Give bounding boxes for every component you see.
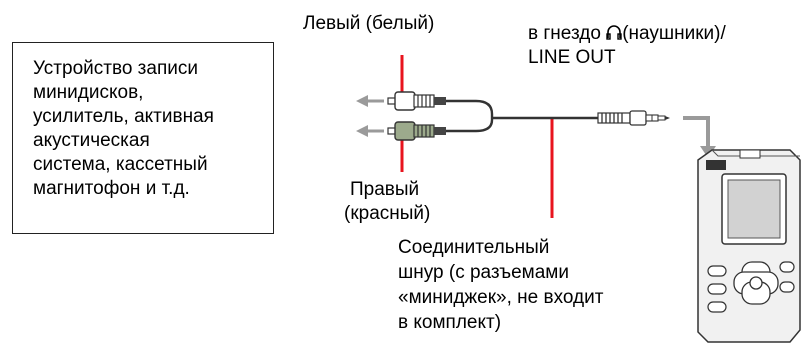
insert-arrow-icon <box>683 116 710 148</box>
cable-label-line3: «миниджек», не входит <box>398 287 604 308</box>
jack-label-line2: LINE OUT <box>528 47 616 68</box>
portable-player-image <box>697 149 801 343</box>
right-red-label-line2: (красный) <box>344 203 431 224</box>
device-description: Устройство записи минидисков, усилитель,… <box>33 57 214 201</box>
cable-label-line1: Соединительный <box>398 237 550 258</box>
rca-plug-white <box>387 91 446 111</box>
jack-label-suffix: (наушники)/ <box>622 23 726 44</box>
device-line: магнитофон и т.д. <box>33 178 190 199</box>
mini-jack-plug <box>597 110 670 126</box>
cable-label-line2: шнур (с разъемами <box>398 262 569 283</box>
device-line: минидисков, <box>33 82 144 103</box>
device-line: система, кассетный <box>33 154 208 175</box>
output-arrow-top-icon <box>356 95 384 107</box>
cable-label-line4: в комплект) <box>398 312 502 333</box>
headphones-icon <box>606 23 622 41</box>
device-line: усилитель, активная <box>33 106 214 127</box>
output-arrow-bottom-icon <box>356 125 384 137</box>
rca-plug-red <box>387 121 446 141</box>
jack-label-prefix: в гнездо <box>528 23 601 44</box>
device-line: Устройство записи <box>33 58 198 79</box>
external-device-box: Устройство записи минидисков, усилитель,… <box>12 42 274 234</box>
left-white-label: Левый (белый) <box>303 13 435 34</box>
cable <box>446 99 600 133</box>
right-red-label-line1: Правый <box>350 179 420 200</box>
jack-label-line1: в гнездо (наушники)/ <box>528 22 726 45</box>
device-line: акустическая <box>33 130 150 151</box>
